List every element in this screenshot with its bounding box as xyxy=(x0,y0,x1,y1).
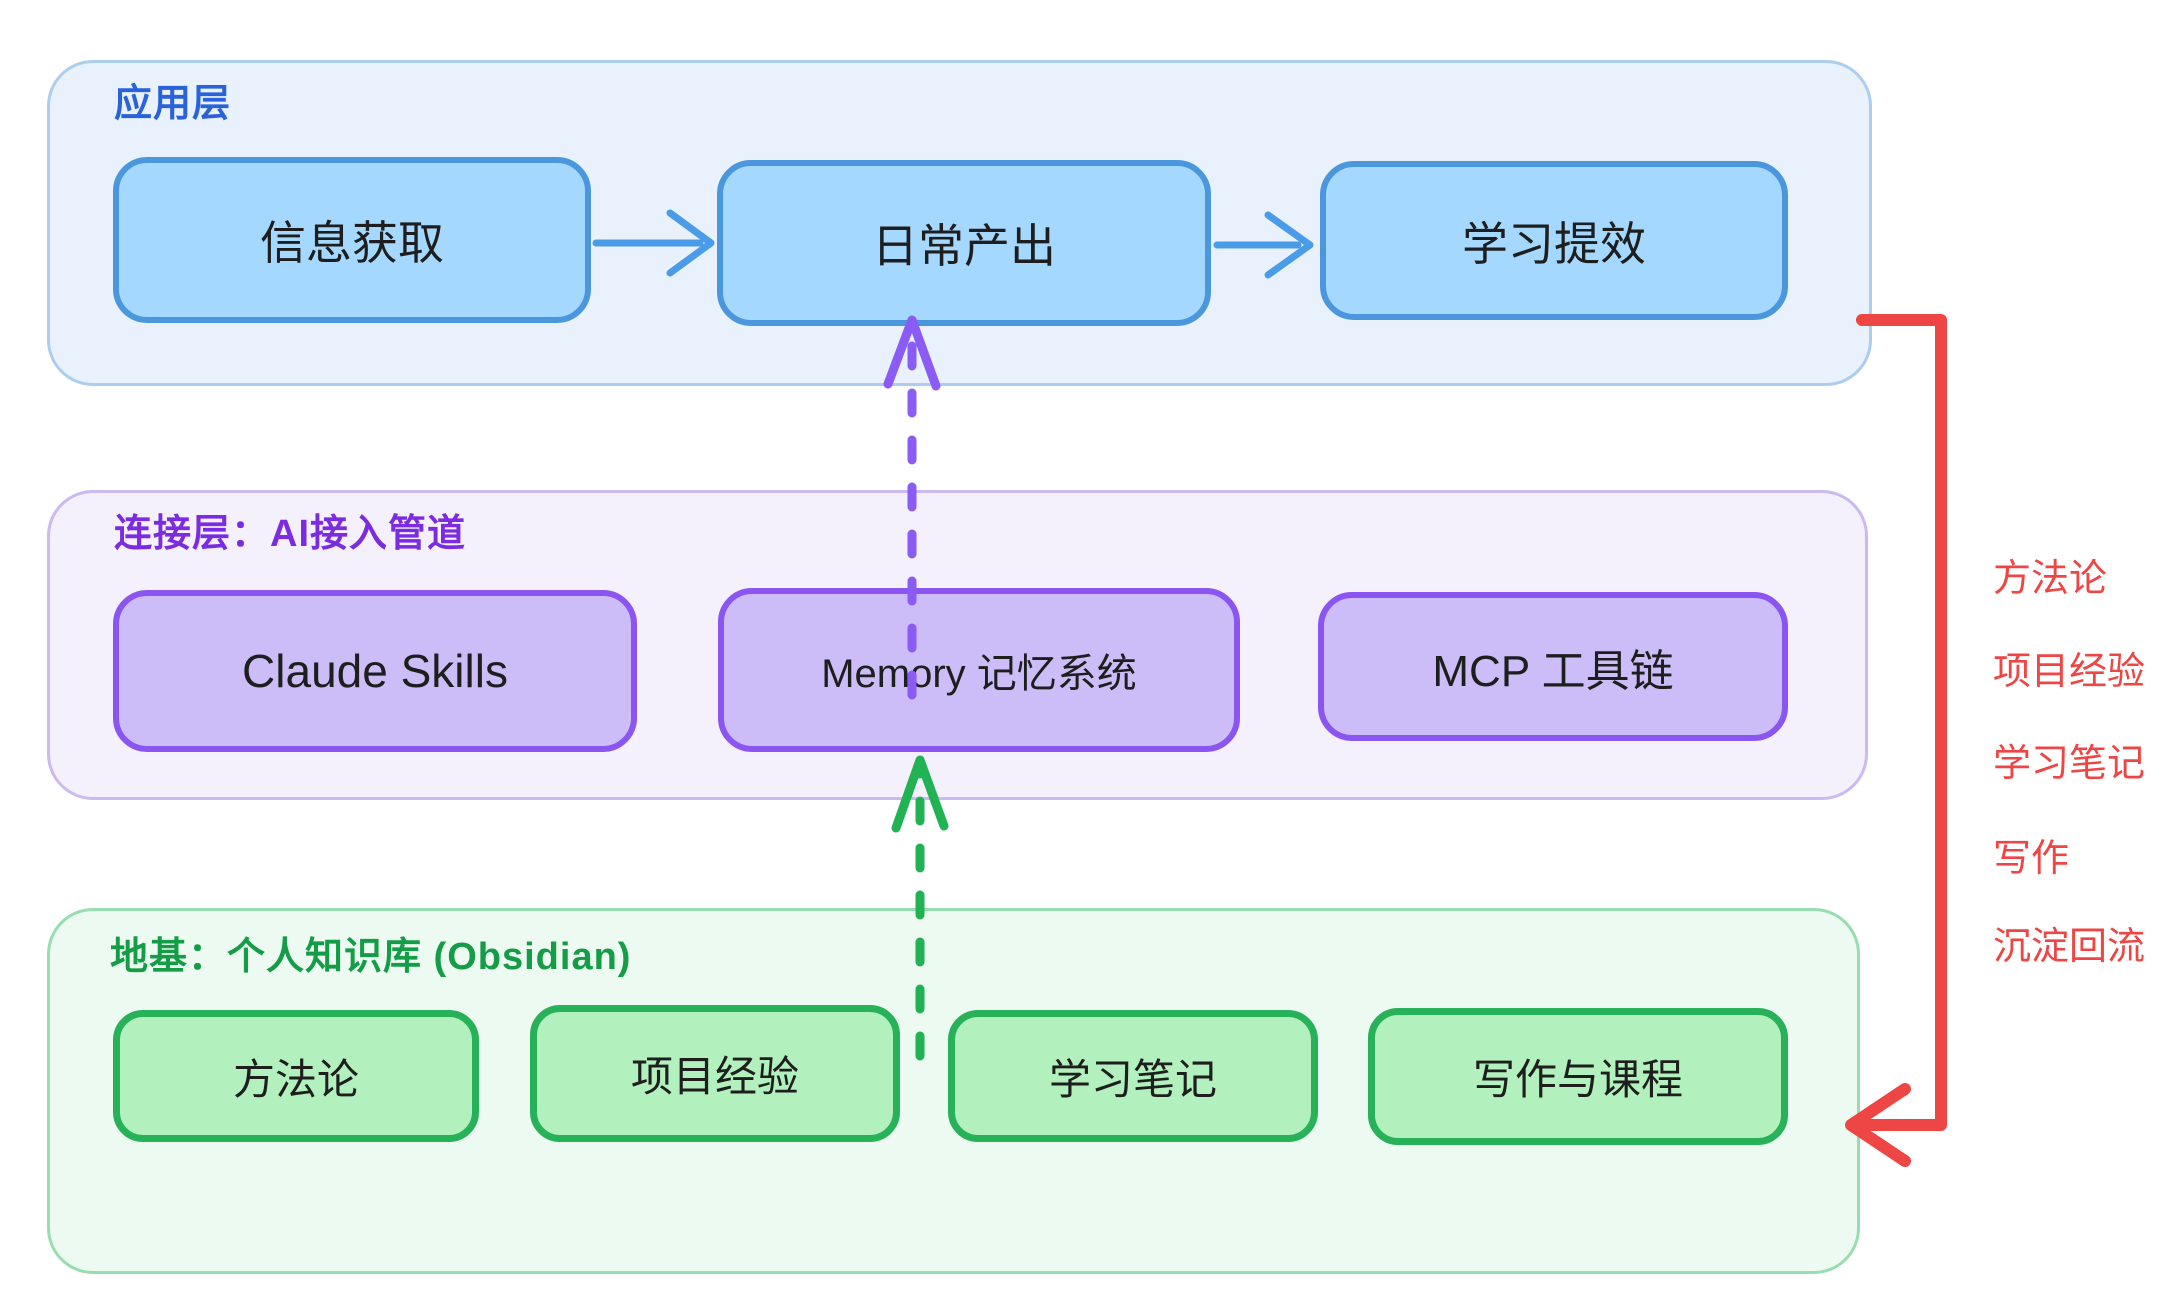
node-claude-skills[interactable]: Claude Skills xyxy=(113,590,637,752)
layer-application-title: 应用层 xyxy=(114,83,232,125)
node-project-experience[interactable]: 项目经验 xyxy=(530,1005,900,1142)
node-claude-skills-label: Claude Skills xyxy=(242,645,508,697)
feedback-label-study-notes: 学习笔记 xyxy=(1993,743,2146,785)
node-learning-boost[interactable]: 学习提效 xyxy=(1320,161,1788,320)
node-writing-courses[interactable]: 写作与课程 xyxy=(1368,1008,1788,1145)
node-writing-courses-label: 写作与课程 xyxy=(1472,1056,1683,1103)
layer-foundation-title: 地基：个人知识库 (Obsidian) xyxy=(110,936,632,978)
node-mcp-toolchain-label: MCP 工具链 xyxy=(1432,646,1674,696)
node-memory-system[interactable]: Memory 记忆系统 xyxy=(718,588,1240,752)
node-memory-system-label: Memory 记忆系统 xyxy=(821,652,1137,696)
node-info-intake-label: 信息获取 xyxy=(260,217,444,269)
node-daily-output[interactable]: 日常产出 xyxy=(717,160,1211,326)
node-mcp-toolchain[interactable]: MCP 工具链 xyxy=(1318,592,1788,741)
node-daily-output-label: 日常产出 xyxy=(872,220,1056,272)
node-methodology[interactable]: 方法论 xyxy=(113,1010,479,1142)
node-study-notes[interactable]: 学习笔记 xyxy=(948,1010,1318,1142)
right-toolbar xyxy=(2138,0,2178,290)
node-methodology-label: 方法论 xyxy=(232,1055,359,1103)
node-info-intake[interactable]: 信息获取 xyxy=(113,157,591,323)
layer-connection-title: 连接层：AI接入管道 xyxy=(114,513,467,555)
node-study-notes-label: 学习笔记 xyxy=(1048,1055,1217,1103)
feedback-label-writing: 写作 xyxy=(1993,838,2070,880)
node-learning-boost-label: 学习提效 xyxy=(1462,217,1646,270)
feedback-label-project-experience: 项目经验 xyxy=(1993,651,2146,693)
feedback-label-settle-backflow: 沉淀回流 xyxy=(1993,926,2146,968)
node-project-experience-label: 项目经验 xyxy=(630,1053,799,1100)
feedback-label-methodology: 方法论 xyxy=(1993,558,2108,600)
